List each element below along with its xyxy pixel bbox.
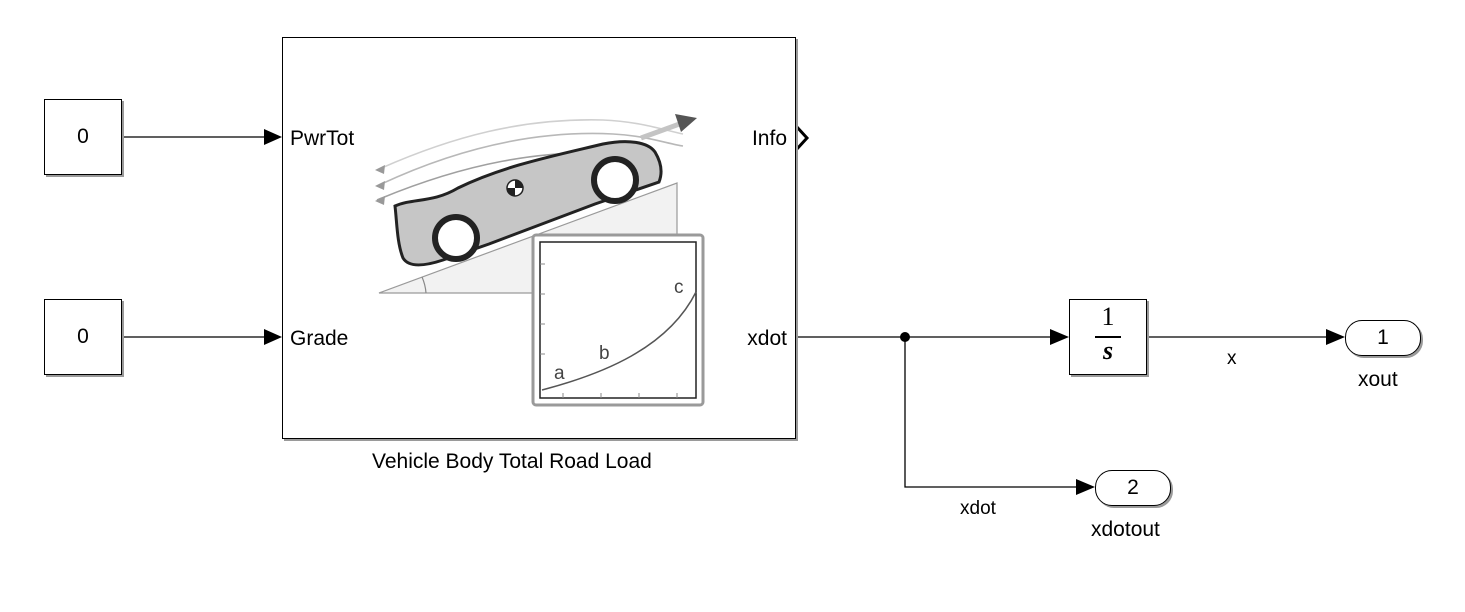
integrator-numerator: 1: [1101, 302, 1115, 331]
constant-value: 0: [77, 325, 89, 348]
constant-value: 0: [77, 125, 89, 148]
arrowhead-xdotout: [1076, 479, 1095, 495]
outport-block-xdotout[interactable]: 2: [1095, 470, 1171, 506]
signal-label-xdot: xdot: [960, 498, 996, 519]
vehicle-on-grade-icon: a b c: [375, 114, 705, 407]
input-port-label-pwrtot: PwrTot: [290, 127, 355, 150]
constant-block-pwrtot[interactable]: 0: [44, 99, 122, 175]
branch-point: [900, 332, 910, 342]
outport-number: 2: [1127, 476, 1139, 499]
arrowhead-grade: [264, 329, 282, 345]
constant-block-grade[interactable]: 0: [44, 299, 122, 375]
outport-block-xout[interactable]: 1: [1345, 320, 1421, 356]
curve-label-a: a: [554, 363, 565, 384]
fraction-bar: [1095, 336, 1121, 338]
outport-name-xdotout: xdotout: [1091, 518, 1160, 541]
input-port-label-grade: Grade: [290, 327, 349, 350]
wire-xdot-branch: [904, 337, 1078, 488]
signal-label-x: x: [1227, 348, 1237, 369]
info-bus-port-icon: [794, 124, 810, 152]
integrator-block[interactable]: 1 s: [1069, 299, 1147, 375]
vehicle-body-subsystem-block[interactable]: PwrTot Grade Info xdot: [282, 37, 796, 439]
subsystem-title: Vehicle Body Total Road Load: [372, 450, 652, 473]
curve-label-c: c: [674, 277, 684, 298]
integrator-denominator: s: [1102, 336, 1114, 365]
arrowhead-pwrtot: [264, 129, 282, 145]
outport-number: 1: [1377, 326, 1389, 349]
output-port-label-info: Info: [751, 127, 787, 150]
arrowhead-integrator: [1050, 329, 1069, 345]
output-port-label-xdot: xdot: [747, 327, 787, 350]
arrowhead-xout: [1326, 329, 1345, 345]
curve-label-b: b: [599, 343, 610, 364]
outport-name-xout: xout: [1358, 368, 1398, 391]
